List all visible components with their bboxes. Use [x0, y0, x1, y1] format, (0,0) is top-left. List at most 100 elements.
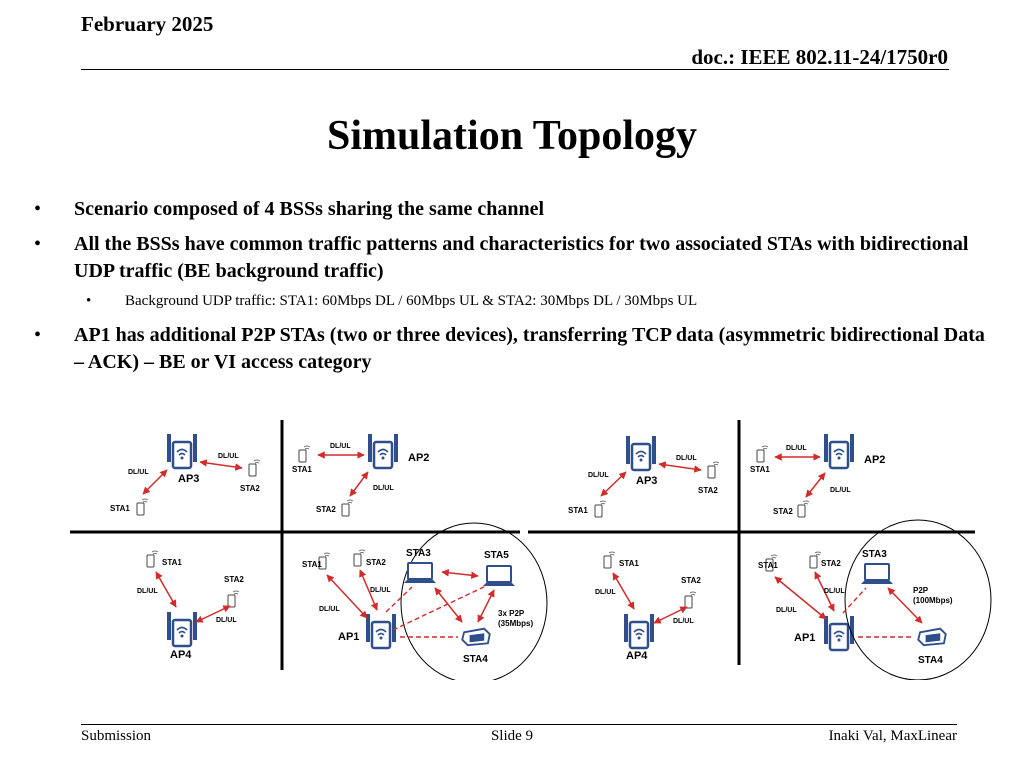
- label-sta3: STA3: [406, 548, 431, 559]
- link-arrow: [774, 576, 827, 620]
- link-arrow: [441, 569, 479, 579]
- sub-bullet-2-1: • Background UDP traffic: STA1: 60Mbps D…: [34, 291, 994, 311]
- label-sta1: STA1: [568, 506, 588, 515]
- header-date: February 2025: [81, 12, 214, 36]
- label-sta2: STA2: [681, 576, 701, 585]
- label-sta1: STA1: [302, 560, 322, 569]
- label-p2p-rate: (100Mbps): [913, 596, 953, 605]
- sub-bullet-glyph: •: [86, 293, 92, 309]
- ap-icon: [624, 434, 658, 472]
- label-sta2: STA2: [240, 484, 260, 493]
- link-arrow: [155, 571, 177, 608]
- label-ap4: AP4: [170, 649, 192, 661]
- label-dlul: DL/UL: [673, 618, 694, 625]
- link-dashed: [842, 587, 867, 614]
- label-ap1: AP1: [794, 632, 815, 644]
- laptop-icon: [860, 563, 894, 585]
- phone-icon: [797, 500, 810, 518]
- phone-icon: [353, 549, 366, 567]
- label-dlul: DL/UL: [786, 445, 807, 452]
- bullet-3: • AP1 has additional P2P STAs (two or th…: [34, 322, 994, 376]
- footer-divider: [81, 724, 957, 725]
- link-arrow: [805, 472, 826, 498]
- link-arrow: [199, 459, 243, 471]
- bullet-glyph: •: [34, 233, 42, 255]
- label-ap1: AP1: [338, 631, 359, 643]
- label-dlul: DL/UL: [595, 589, 616, 596]
- link-arrow: [612, 572, 635, 610]
- phone-icon: [809, 551, 822, 569]
- bullet-2: • All the BSSs have common traffic patte…: [34, 231, 994, 285]
- link-dashed: [392, 584, 489, 631]
- label-ap2: AP2: [408, 452, 429, 464]
- label-p2p: 3x P2P: [498, 609, 525, 618]
- bullet-list: • Scenario composed of 4 BSSs sharing th…: [34, 196, 994, 384]
- ap-icon: [165, 610, 199, 648]
- link-arrow: [195, 605, 231, 623]
- vr-headset-icon: [917, 627, 947, 647]
- label-sta2: STA2: [224, 575, 244, 584]
- bullet-glyph: •: [34, 198, 42, 220]
- phone-icon: [594, 500, 607, 518]
- phone-icon: [227, 590, 240, 608]
- link-arrow: [349, 471, 369, 497]
- p2p-group-circle: [400, 522, 548, 680]
- link-arrow: [434, 587, 463, 623]
- link-arrow: [477, 589, 495, 623]
- label-dlul: DL/UL: [128, 469, 149, 476]
- p2p-group-circle: [844, 519, 992, 680]
- label-sta1: STA1: [292, 465, 312, 474]
- label-sta2: STA2: [316, 505, 336, 514]
- label-sta1: STA1: [758, 561, 778, 570]
- sub-bullet-text: Background UDP traffic: STA1: 60Mbps DL …: [125, 293, 698, 309]
- link-arrow: [653, 606, 688, 624]
- vr-headset-icon: [461, 627, 491, 647]
- phone-icon: [684, 591, 697, 609]
- link-arrow: [658, 461, 702, 473]
- label-sta5: STA5: [484, 550, 509, 561]
- header-divider: [81, 69, 949, 70]
- laptop-icon: [482, 565, 516, 587]
- label-dlul: DL/UL: [216, 617, 237, 624]
- label-sta3: STA3: [862, 549, 887, 560]
- ap-icon: [366, 432, 400, 470]
- label-p2p: P2P: [913, 586, 929, 595]
- topology-left: AP3 STA2 STA1 DL/UL DL/UL AP2 STA1 DL/UL…: [70, 420, 548, 680]
- label-sta1: STA1: [619, 559, 639, 568]
- link-arrow: [600, 471, 627, 497]
- topology-right: AP3 STA2 STA1 DL/UL DL/UL AP2 STA1 DL/UL…: [528, 420, 992, 680]
- label-dlul: DL/UL: [676, 455, 697, 462]
- ap-icon: [822, 432, 856, 470]
- ap-icon: [622, 612, 656, 650]
- bullet-2-text: All the BSSs have common traffic pattern…: [74, 233, 969, 282]
- phone-icon: [707, 461, 720, 479]
- label-dlul: DL/UL: [373, 485, 394, 492]
- phone-icon: [603, 551, 616, 569]
- label-sta2: STA2: [698, 486, 718, 495]
- ap-icon: [822, 614, 856, 652]
- label-dlul: DL/UL: [218, 453, 239, 460]
- phone-icon: [136, 498, 149, 516]
- label-ap2: AP2: [864, 454, 885, 466]
- phone-icon: [298, 445, 311, 463]
- label-p2p-rate: (35Mbps): [498, 619, 533, 628]
- slide-title: Simulation Topology: [327, 113, 697, 159]
- label-dlul: DL/UL: [824, 588, 845, 595]
- label-sta1: STA1: [750, 465, 770, 474]
- ap-icon: [364, 612, 398, 650]
- label-sta1: STA1: [110, 504, 130, 513]
- laptop-icon: [403, 562, 437, 584]
- footer-slide-number: Slide 9: [490, 728, 534, 744]
- label-sta1: STA1: [162, 558, 182, 567]
- footer-author: Inaki Val, MaxLinear: [828, 728, 957, 744]
- bullet-1: • Scenario composed of 4 BSSs sharing th…: [34, 196, 994, 223]
- label-sta4: STA4: [918, 655, 943, 666]
- footer-submission: Submission: [81, 728, 152, 744]
- link-arrow: [814, 571, 835, 612]
- link-arrow: [142, 469, 168, 495]
- label-dlul: DL/UL: [830, 487, 851, 494]
- label-dlul: DL/UL: [370, 587, 391, 594]
- label-dlul: DL/UL: [319, 606, 340, 613]
- bullet-glyph: •: [34, 324, 42, 346]
- bullet-1-text: Scenario composed of 4 BSSs sharing the …: [74, 198, 545, 220]
